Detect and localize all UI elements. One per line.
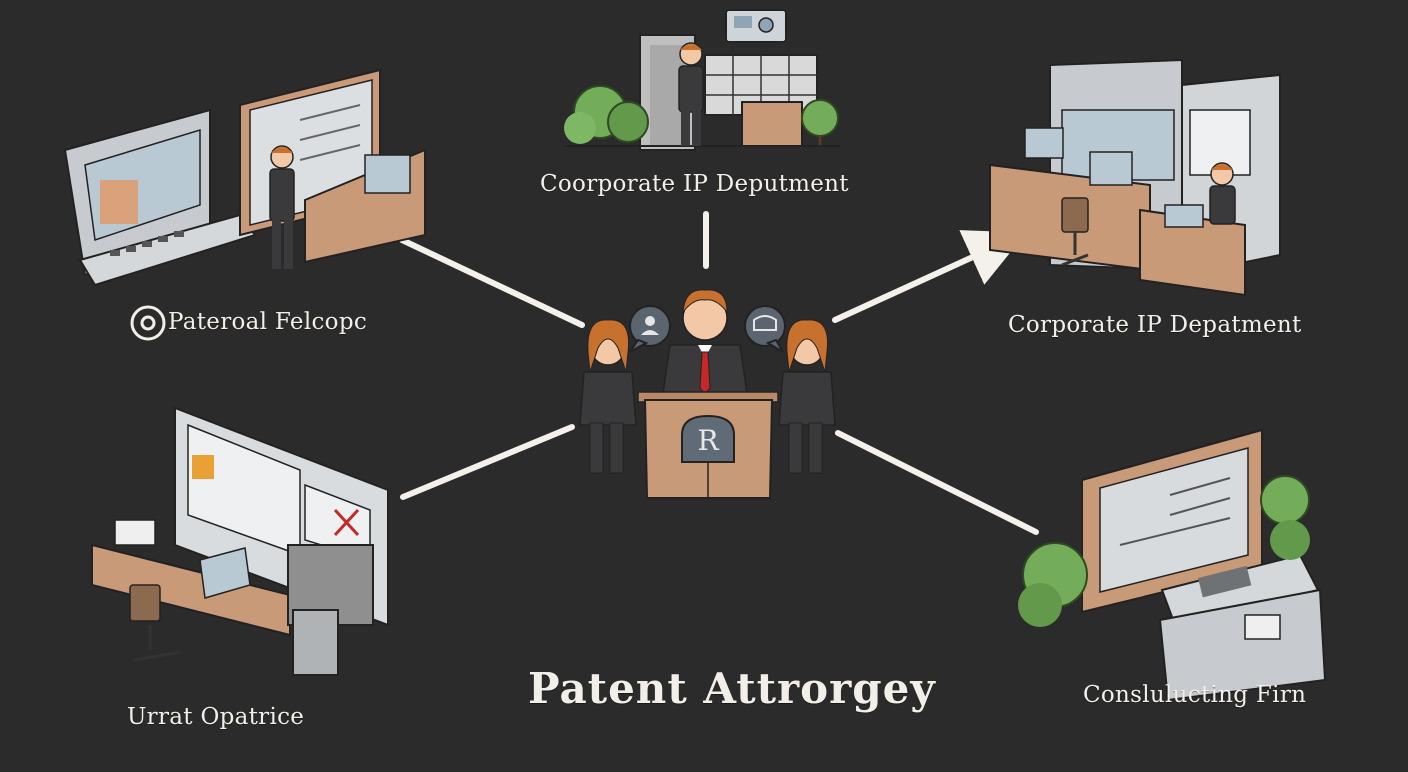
node-label-top-left: Pateroal Felcopc <box>168 309 368 335</box>
podium: R <box>637 391 779 499</box>
diagram-title: Patent Attrorgey <box>528 664 936 713</box>
attorney-center <box>661 289 749 401</box>
scene-top-corporate-building <box>564 9 840 151</box>
scene-bottom-right-firm <box>1018 428 1327 702</box>
attorney-right <box>778 319 836 474</box>
scene-right-office <box>989 58 1281 297</box>
connector-right <box>832 230 1027 323</box>
building-speech-bubble-icon <box>744 305 786 353</box>
center-attorney-group: R <box>579 289 836 499</box>
connector-top-left <box>399 237 585 328</box>
user-speech-bubble-icon <box>629 305 671 353</box>
node-label-bottom-right: Conslulucting Firn <box>1083 682 1307 708</box>
connector-bottom-left <box>400 424 575 500</box>
connector-bottom-right <box>835 430 1039 535</box>
podium-letter: R <box>697 424 719 457</box>
node-label-top: Coorporate IP Deputment <box>540 171 849 197</box>
node-label-right: Corporate IP Depatment <box>1008 312 1302 338</box>
node-label-bottom-left: Urrat Opatrice <box>127 704 305 730</box>
scene-top-left-studio <box>63 68 426 287</box>
scene-bottom-left-practice <box>91 406 389 676</box>
attorney-left <box>579 319 637 474</box>
target-logo-icon <box>130 305 166 341</box>
